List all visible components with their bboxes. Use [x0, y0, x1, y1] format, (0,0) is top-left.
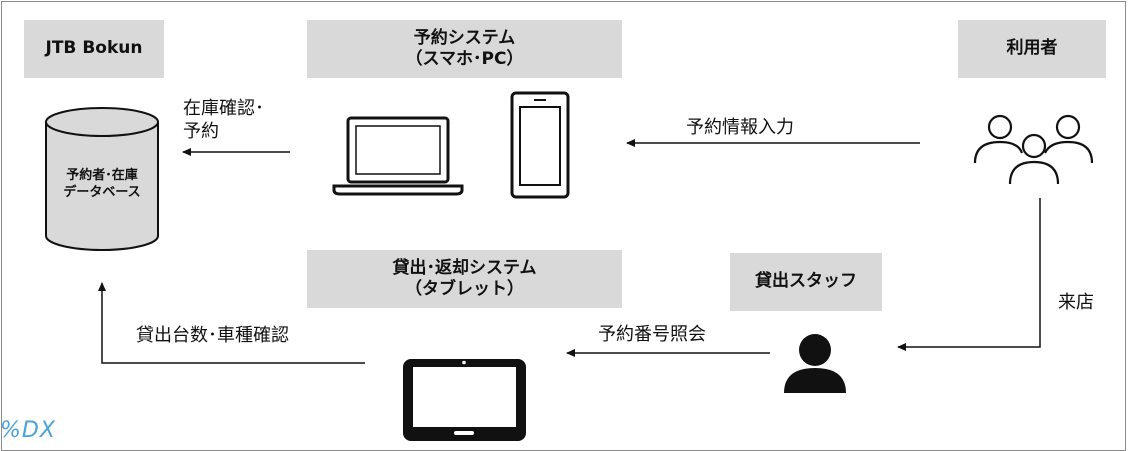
header-reservation-system: 予約システム （スマホ･PC）: [307, 20, 622, 78]
arrow-rental-count-check: [98, 282, 365, 364]
label-visit: 来店: [1058, 292, 1094, 313]
label-inventory-check-line1: 在庫確認･: [183, 98, 264, 119]
database-label-line2: データベース: [63, 184, 141, 200]
label-rental-count-check: 貸出台数･車種確認: [136, 325, 289, 346]
database-cylinder-icon: [45, 107, 159, 251]
label-reservation-number-lookup: 予約番号照会: [598, 324, 706, 345]
arrow-visit: [897, 198, 1041, 351]
dx-logo: %DX: [0, 418, 56, 443]
database-label-line1: 予約者･在庫: [66, 168, 138, 183]
diagram-graphics: [45, 91, 1094, 441]
header-reservation-system-line2: （スマホ･PC）: [405, 49, 524, 69]
header-rental-system-line1: 貸出･返却システム: [392, 257, 537, 278]
header-rental-system: 貸出･返却システム （タブレット）: [307, 250, 622, 308]
label-inventory-check-line2: 予約: [183, 120, 219, 142]
label-inventory-check: 在庫確認･ 予約: [183, 98, 264, 143]
smartphone-icon: [510, 91, 570, 199]
header-jtb-bokun: JTB Bokun: [24, 20, 164, 78]
header-reservation-system-line1: 予約システム: [413, 27, 516, 48]
header-jtb-bokun-text: JTB Bokun: [45, 38, 143, 59]
header-staff: 貸出スタッフ: [730, 253, 882, 311]
tablet-icon: [403, 359, 526, 441]
header-rental-system-line2: （タブレット）: [405, 279, 524, 299]
label-reservation-input: 予約情報入力: [686, 117, 794, 138]
header-user-text: 利用者: [1006, 38, 1058, 59]
users-group-icon: [973, 114, 1094, 185]
database-label: 予約者･在庫 データベース: [46, 168, 158, 202]
staff-person-icon: [784, 334, 846, 393]
header-user: 利用者: [958, 20, 1106, 78]
header-staff-text: 貸出スタッフ: [755, 271, 857, 292]
laptop-icon: [332, 116, 464, 196]
